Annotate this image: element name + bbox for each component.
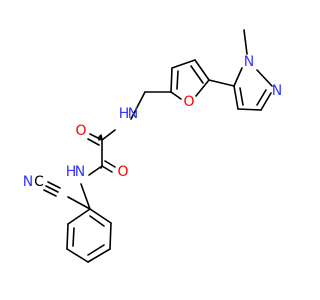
- bond-nh-carbonyl-top: [101, 129, 116, 141]
- bond-pyrazole-c3-c4: [237, 108, 262, 111]
- bond-nh-aryl: [80, 183, 91, 210]
- bond-furan-c3-c2-double: [176, 70, 179, 90]
- atom-c-nitrile: C: [34, 174, 44, 190]
- bonds: [43, 29, 273, 263]
- atom-o-carbonyl-bottom: O: [117, 164, 128, 180]
- atom-o-carbonyl-top: O: [75, 123, 86, 139]
- bond-furan-c5-c4: [194, 59, 210, 81]
- bond-benzene-cnitrile: [67, 196, 91, 210]
- bond-carbonyl-top-double-b: [87, 138, 100, 146]
- atom-labels: N N O H N O O H N C N: [23, 54, 282, 190]
- carbonyl-bonds: [87, 133, 116, 173]
- bond-nitrile-triple-2: [47, 181, 61, 189]
- bond-pyrazole-n2-c3-double: [256, 89, 267, 106]
- bond-furan-c4-c3: [171, 59, 196, 69]
- bond-nitrile-triple-1: [45, 185, 59, 193]
- bond-carbonyl-top-double-a: [89, 133, 103, 141]
- bond-methyl-n: [243, 29, 248, 55]
- atom-o-furan: O: [183, 94, 194, 110]
- bond-pyrazole-c4-c5-double: [239, 87, 244, 106]
- bond-benzene-1-2: [67, 208, 91, 225]
- bond-benzene-2-3-double: [72, 227, 75, 247]
- atom-n-methyl-pyrazole: N: [244, 54, 254, 70]
- bond-benzene-6-1-double: [89, 215, 105, 227]
- bond-benzene-4-5-double: [87, 244, 105, 256]
- bond-pyrazole-c5-n1: [233, 67, 243, 87]
- atom-n-amide-bottom: N: [75, 164, 85, 180]
- bond-furan-c2-o: [170, 91, 182, 100]
- bond-furan-o-c5: [195, 79, 210, 97]
- bond-furan-c5-c4-double: [190, 65, 204, 84]
- bond-pyrazole-furan: [208, 79, 235, 87]
- atom-h-amide-top: H: [119, 106, 130, 122]
- bond-ch2-nh: [130, 91, 146, 120]
- bond-carbonyl-bottom-nh: [88, 165, 103, 176]
- bond-carbonyl-bottom-double-a: [101, 165, 113, 173]
- bond-benzene-2-3: [66, 223, 69, 250]
- bond-carbonyl-bottom-double-b: [104, 160, 116, 168]
- bond-benzene-4-5: [87, 248, 111, 263]
- bond-benzene-6-1: [89, 208, 112, 224]
- bond-furan-c3-c2: [170, 67, 173, 93]
- atom-n-amide-top: N: [128, 106, 138, 122]
- bond-nitrile-triple-3: [43, 189, 57, 197]
- bond-benzene-5-6: [109, 222, 112, 250]
- atom-n2-pyrazole: N: [272, 83, 282, 99]
- bond-pyrazole-c4-c5: [233, 85, 239, 110]
- bond-pyrazole-n2-c3: [260, 92, 272, 111]
- atom-h-amide-bottom: H: [66, 164, 77, 180]
- bond-pyrazole-n1-n2: [256, 69, 273, 87]
- bond-benzene-3-4: [66, 248, 89, 263]
- chemical-structure-diagram: N N O H N O O H N C N: [23, 29, 282, 263]
- atom-n-nitrile: N: [23, 174, 33, 190]
